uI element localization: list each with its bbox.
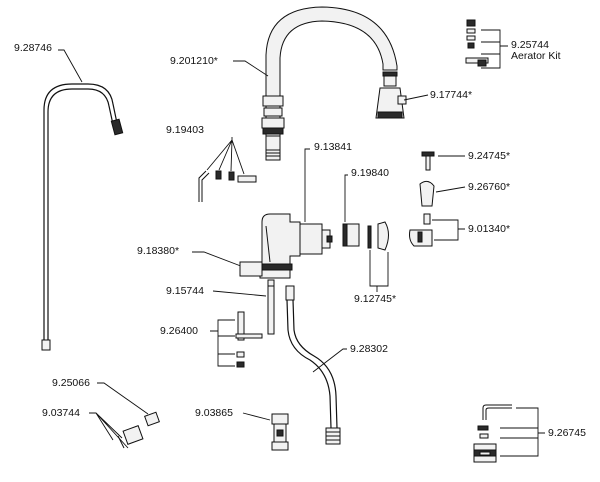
leader-9-17744 [403,94,429,101]
leader-9-201210 [233,60,269,77]
bracket-9-25744 [481,29,508,69]
label-9-28302[interactable]: 9.28302 [350,343,388,355]
supply-hose-28302 [285,285,341,445]
mounting-hardware-26400 [235,311,263,368]
handle-26760 [419,180,435,207]
adapter-19840 [342,223,360,247]
spray-head-17744 [375,71,407,119]
label-9-26760[interactable]: 9.26760* [468,181,510,193]
leader-9-13841 [304,148,310,222]
label-9-28746[interactable]: 9.28746 [14,42,52,54]
fitting-25066 [144,411,160,427]
label-9-26745[interactable]: 9.26745 [548,427,586,439]
stud-15744 [267,279,275,335]
leader-9-19403 [206,137,245,175]
leader-9-19840 [344,174,348,222]
spout-201210 [261,6,398,161]
handle-sleeve-12745 [367,221,389,251]
clip-set-19403 [198,170,257,202]
label-9-18380[interactable]: 9.18380* [137,245,179,257]
clip-18380 [239,261,263,277]
label-9-19403[interactable]: 9.19403 [166,124,204,136]
label-9-12745[interactable]: 9.12745* [354,293,396,305]
label-9-13841[interactable]: 9.13841 [314,141,352,153]
label-9-03865[interactable]: 9.03865 [195,407,233,419]
leader-9-03865 [242,412,271,421]
leader-9-26400 [210,319,235,367]
label-9-19840[interactable]: 9.19840 [351,167,389,179]
label-9-01340[interactable]: 9.01340* [468,223,510,235]
leader-9-18380 [192,251,247,269]
leader-9-12745 [369,250,389,292]
handle-hub-01340 [409,213,433,247]
leader-9-01340 [432,219,465,241]
label-9-24745[interactable]: 9.24745* [468,150,510,162]
label-9-25744[interactable]: 9.25744 [511,39,549,51]
label-9-201210[interactable]: 9.201210* [170,55,218,67]
fitting-03744 [117,425,144,449]
leader-9-25066 [97,382,149,415]
label-9-25066[interactable]: 9.25066 [52,377,90,389]
wrench-kit-26745 [473,404,512,463]
valve-body [257,213,301,279]
leader-9-28302 [312,348,347,373]
label-9-25744-aerator-kit: Aerator Kit [511,50,561,62]
leader-9-26760 [435,186,466,193]
label-9-03744[interactable]: 9.03744 [42,407,80,419]
label-9-26400[interactable]: 9.26400 [160,325,198,337]
leader-9-03744 [89,412,129,449]
check-valve-03865 [271,413,289,451]
pin-24745 [421,151,435,171]
label-9-17744[interactable]: 9.17744* [430,89,472,101]
hose-assembly-28746 [41,83,124,351]
leader-9-28746 [58,49,83,83]
bracket-9-26745 [500,407,545,457]
label-9-15744[interactable]: 9.15744 [166,285,204,297]
cartridge-13841 [297,223,333,255]
aerator-kit-25744 [465,19,489,67]
leader-9-15744 [212,290,267,297]
